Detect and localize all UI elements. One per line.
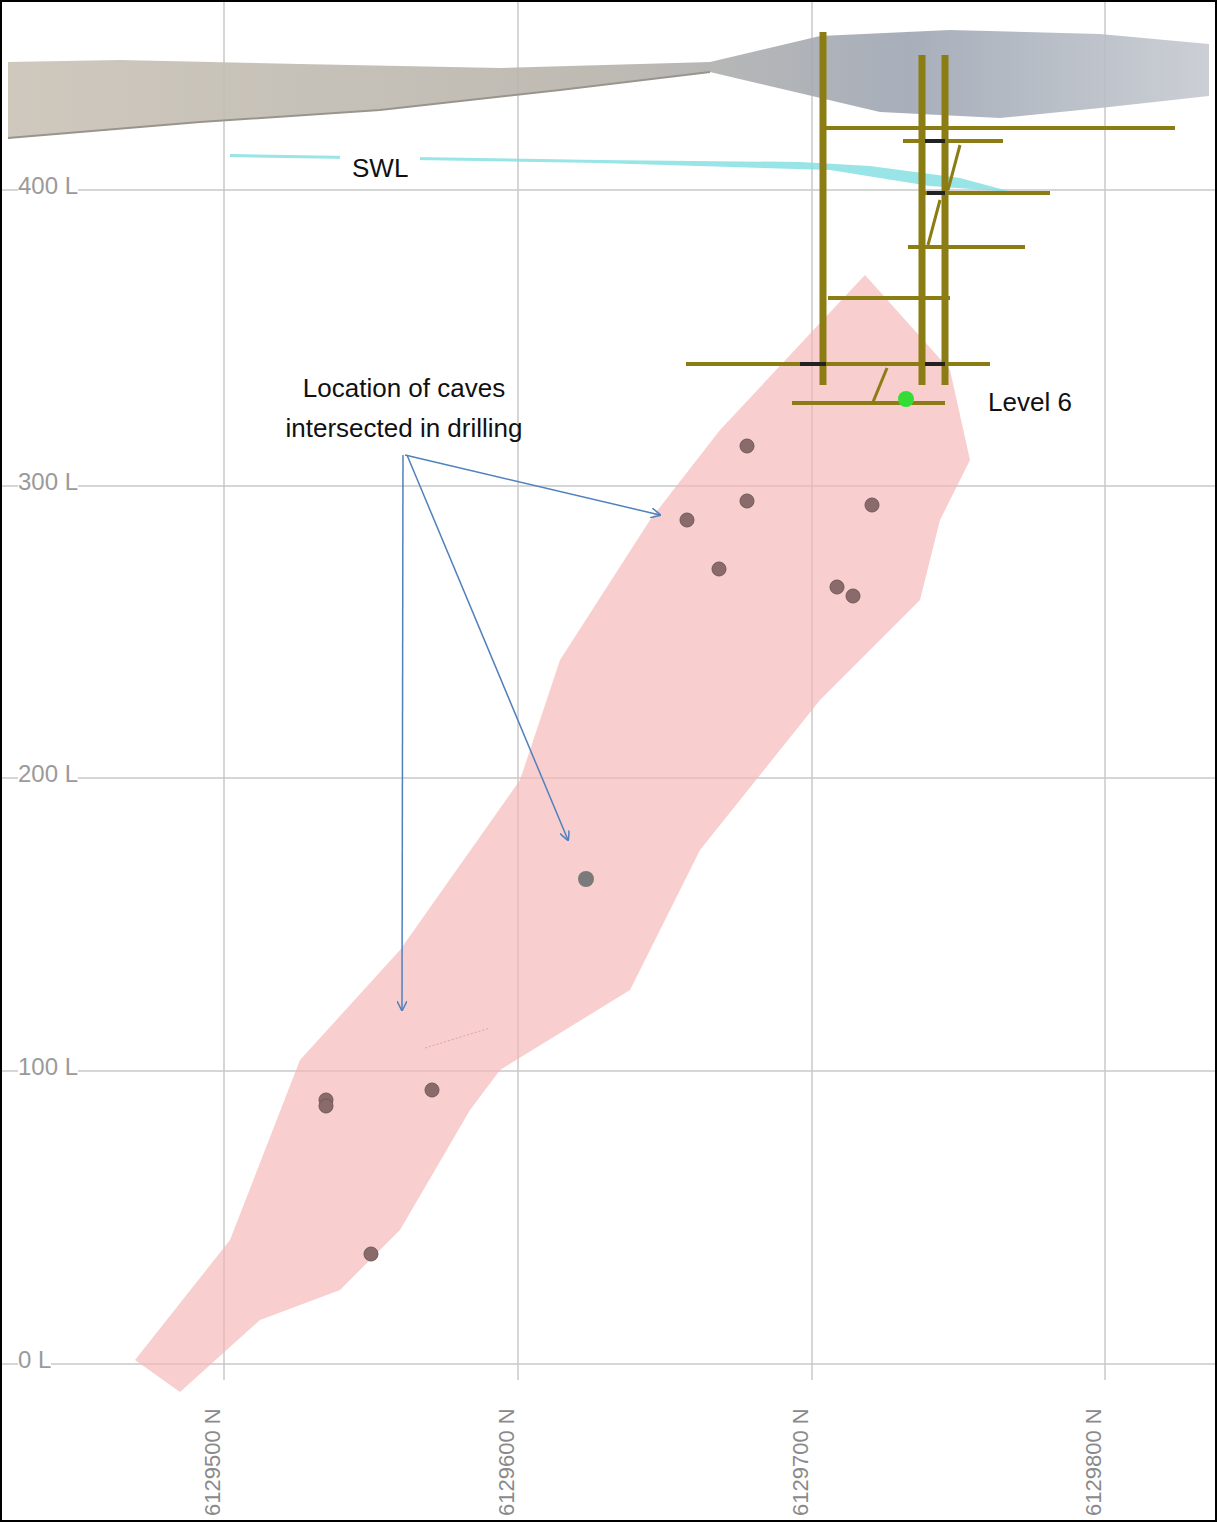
callout-note: Location of caves intersected in drillin… xyxy=(259,368,549,449)
elevation-label: 300 L xyxy=(18,468,78,496)
northing-label: 6129700 N xyxy=(788,1408,813,1516)
northing-label: 6129600 N xyxy=(494,1408,519,1516)
elevation-label: 0 L xyxy=(18,1346,51,1374)
cave-points xyxy=(319,439,879,1261)
cave-point xyxy=(578,871,594,887)
elevation-label: 400 L xyxy=(18,172,78,200)
terrain-edge xyxy=(8,72,710,138)
drive-marks xyxy=(800,141,945,364)
elevation-label: 100 L xyxy=(18,1053,78,1081)
level-marker xyxy=(898,391,914,407)
northing-label: 6129800 N xyxy=(1081,1408,1106,1516)
drill-trace xyxy=(425,1028,490,1048)
northing-label: 6129500 N xyxy=(200,1408,225,1516)
level-label: Level 6 xyxy=(988,388,1072,418)
orebody xyxy=(135,275,970,1392)
mine-workings xyxy=(686,32,1175,403)
water-table xyxy=(230,154,1012,192)
elevation-label: 200 L xyxy=(18,760,78,788)
water-level-label: SWL xyxy=(340,154,420,184)
leader-arrows xyxy=(402,455,660,1010)
terrain xyxy=(8,30,1209,138)
